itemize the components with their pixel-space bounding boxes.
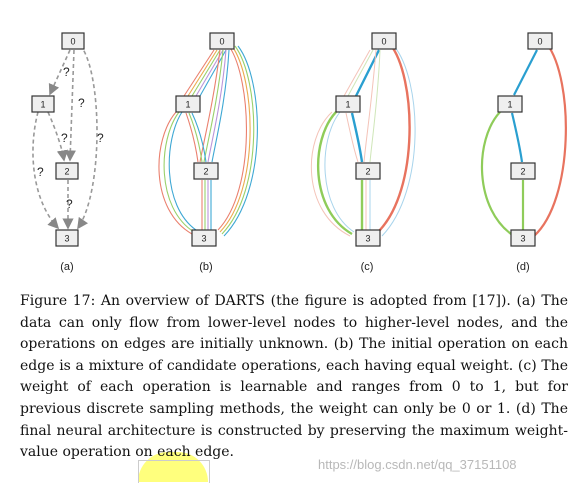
panel-label-c: (c) [361, 261, 374, 273]
darts-figure: ? ? ? ? ? ? 0 1 2 3 (a) [31, 32, 567, 273]
svg-text:2: 2 [64, 167, 69, 177]
panel-c: 0 1 2 3 (c) [310, 32, 416, 273]
edge-a-0-3 [77, 44, 98, 230]
node-2: 2 [510, 162, 536, 180]
svg-text:0: 0 [381, 37, 386, 47]
svg-text:3: 3 [201, 234, 206, 244]
svg-text:1: 1 [345, 100, 350, 110]
panel-label-b: (b) [199, 261, 212, 273]
node-3: 3 [355, 229, 381, 247]
svg-text:1: 1 [40, 100, 45, 110]
panel-d: 0 1 2 3 (d) [480, 32, 567, 273]
panel-label-d: (d) [516, 261, 529, 273]
node-1: 1 [497, 95, 523, 113]
node-3: 3 [55, 229, 79, 247]
svg-text:3: 3 [64, 234, 69, 244]
svg-text:3: 3 [365, 234, 370, 244]
svg-text:1: 1 [185, 100, 190, 110]
svg-text:2: 2 [520, 167, 525, 177]
edge-mark: ? [63, 65, 70, 79]
svg-text:2: 2 [365, 167, 370, 177]
svg-text:0: 0 [537, 37, 542, 47]
panel-a: ? ? ? ? ? ? 0 1 2 3 (a) [31, 32, 104, 273]
panel-label-a: (a) [60, 261, 73, 273]
svg-text:1: 1 [507, 100, 512, 110]
edge-a-1-2 [47, 111, 68, 162]
figure-caption: Figure 17: An overview of DARTS (the fig… [20, 293, 568, 461]
svg-text:3: 3 [520, 234, 525, 244]
edge-a-0-2 [64, 49, 76, 162]
svg-text:2: 2 [203, 167, 208, 177]
highlight-box [138, 460, 210, 483]
edge-mark: ? [97, 131, 104, 145]
svg-text:0: 0 [70, 37, 75, 47]
node-0: 0 [209, 32, 235, 50]
watermark: https://blog.csdn.net/qq_37151108 [318, 457, 517, 472]
node-1: 1 [335, 95, 361, 113]
node-0: 0 [61, 32, 85, 50]
node-0: 0 [371, 32, 397, 50]
node-2: 2 [355, 162, 381, 180]
edge-mark: ? [61, 131, 68, 145]
edge-mark: ? [37, 165, 44, 179]
node-0: 0 [527, 32, 553, 50]
node-2: 2 [193, 162, 219, 180]
edge-mark: ? [78, 96, 85, 110]
svg-text:0: 0 [219, 37, 224, 47]
node-1: 1 [31, 95, 55, 113]
edge-mark: ? [66, 197, 73, 211]
node-3: 3 [510, 229, 536, 247]
node-1: 1 [175, 95, 201, 113]
panel-b: 0 1 2 3 (b) [158, 32, 258, 273]
node-2: 2 [55, 162, 79, 180]
edge-a-0-1 [48, 49, 71, 96]
node-3: 3 [191, 229, 217, 247]
